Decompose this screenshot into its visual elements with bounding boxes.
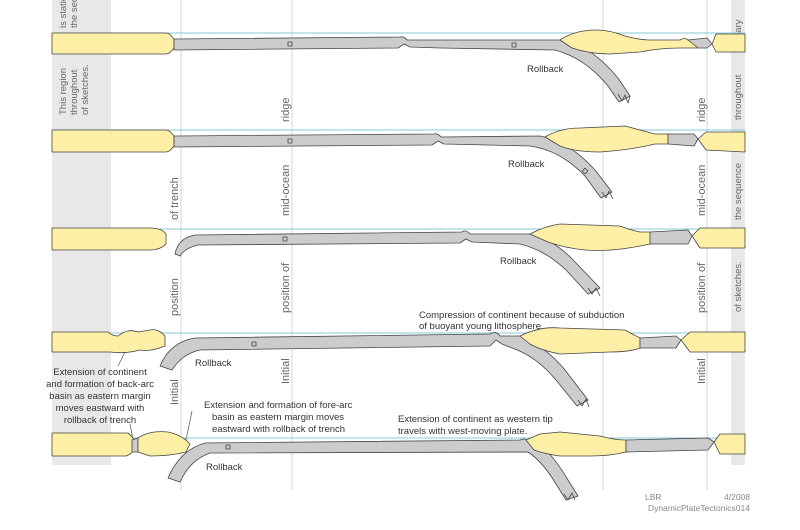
svg-text:eastward with rollback of tren: eastward with rollback of trench bbox=[212, 424, 345, 435]
east-plate-segment bbox=[625, 437, 715, 453]
sketch-row-3 bbox=[51, 223, 746, 297]
left-ridge-column-labels: ridge mid-ocean position of Initial bbox=[280, 98, 292, 384]
svg-text:Initial: Initial bbox=[696, 358, 708, 384]
svg-text:and formation of back-arc: and formation of back-arc bbox=[46, 379, 154, 390]
west-continent bbox=[51, 329, 166, 354]
east-plate-segment bbox=[667, 133, 699, 147]
svg-text:basin as eastern margin: basin as eastern margin bbox=[49, 391, 150, 402]
sketch-row-1 bbox=[51, 29, 746, 104]
forearc-leader-line bbox=[185, 410, 193, 441]
svg-text:is stationary: is stationary bbox=[58, 0, 69, 28]
rollback-label-5: Rollback bbox=[206, 462, 243, 473]
svg-text:the sequence: the sequence bbox=[733, 163, 744, 220]
subducting-tip bbox=[563, 492, 576, 501]
east-continent bbox=[525, 431, 627, 457]
plate-marker bbox=[511, 42, 517, 48]
svg-text:Extension and formation of for: Extension and formation of fore-arc bbox=[204, 400, 353, 411]
trench-column-labels: of trench position Initial bbox=[169, 177, 181, 405]
right-ridge-column-labels: ridge mid-ocean position of Initial bbox=[696, 98, 708, 384]
forearc-continent bbox=[137, 431, 191, 457]
rollback-label-4: Rollback bbox=[195, 358, 232, 369]
backarc-basin-crust bbox=[131, 437, 139, 453]
far-east-continent bbox=[691, 227, 746, 249]
east-plate-segment bbox=[639, 335, 682, 349]
plate-marker bbox=[287, 138, 293, 144]
west-continent bbox=[51, 432, 135, 457]
subducting-tip bbox=[617, 93, 631, 104]
far-east-continent bbox=[711, 33, 746, 53]
svg-text:nary: nary bbox=[733, 19, 744, 38]
sketch-row-4 bbox=[51, 327, 746, 408]
svg-text:position of: position of bbox=[280, 262, 292, 313]
left-stationary-note: is stationary the sequence This region t… bbox=[58, 0, 91, 115]
right-stationary-note: nary throughout the sequence of sketches… bbox=[733, 19, 744, 312]
svg-text:of sketches.: of sketches. bbox=[733, 261, 744, 312]
plate-marker bbox=[282, 236, 288, 242]
far-east-continent bbox=[680, 331, 746, 353]
svg-text:Extension of continent as west: Extension of continent as western tip bbox=[398, 414, 553, 425]
forearc-annotation: Extension and formation of fore-arc basi… bbox=[204, 400, 353, 435]
svg-text:throughout: throughout bbox=[69, 69, 80, 115]
oceanic-plate bbox=[173, 133, 613, 199]
subducting-tip bbox=[587, 287, 601, 297]
rollback-label-2: Rollback bbox=[508, 159, 545, 170]
plate-marker bbox=[225, 444, 231, 450]
svg-text:of buoyant young lithosphere: of buoyant young lithosphere bbox=[419, 321, 541, 332]
subducting-tip bbox=[601, 190, 614, 200]
svg-text:Initial: Initial bbox=[280, 358, 292, 384]
sketch-row-2 bbox=[51, 125, 746, 200]
east-continent bbox=[559, 29, 699, 55]
sketch-row-5 bbox=[51, 431, 746, 501]
far-east-continent bbox=[713, 433, 746, 455]
rollback-label-1: Rollback bbox=[527, 64, 564, 75]
far-east-continent bbox=[697, 131, 746, 153]
svg-text:4/2008: 4/2008 bbox=[724, 492, 750, 502]
western-tip-annotation: Extension of continent as western tip tr… bbox=[398, 414, 553, 437]
svg-text:ridge: ridge bbox=[696, 98, 708, 122]
svg-text:Extension of continent: Extension of continent bbox=[53, 367, 147, 378]
svg-text:basin as eastern margin moves: basin as eastern margin moves bbox=[212, 412, 344, 423]
svg-text:throughout: throughout bbox=[733, 74, 744, 120]
oceanic-plate bbox=[159, 332, 589, 407]
svg-text:travels with west-moving plate: travels with west-moving plate. bbox=[398, 426, 527, 437]
svg-text:rollback of trench: rollback of trench bbox=[64, 415, 136, 426]
backarc-leader-line-top bbox=[117, 351, 126, 367]
west-continent bbox=[51, 227, 167, 251]
svg-text:This region: This region bbox=[58, 68, 69, 115]
svg-text:Initial: Initial bbox=[169, 379, 181, 405]
plate-marker bbox=[251, 341, 257, 347]
svg-text:of sketches.: of sketches. bbox=[80, 64, 91, 115]
svg-text:Compression of continent becau: Compression of continent because of subd… bbox=[419, 310, 624, 321]
east-plate-segment bbox=[649, 229, 693, 245]
svg-text:LBR: LBR bbox=[645, 492, 662, 502]
east-plate-segment bbox=[687, 37, 713, 49]
svg-text:position of: position of bbox=[696, 262, 708, 313]
subducting-tip bbox=[577, 398, 590, 408]
svg-text:position: position bbox=[169, 278, 181, 316]
plate-marker bbox=[287, 41, 293, 47]
rollback-label-3: Rollback bbox=[500, 256, 537, 267]
svg-text:ridge: ridge bbox=[280, 98, 292, 122]
credits: LBR 4/2008 DynamicPlateTectonics014 bbox=[645, 492, 750, 513]
svg-text:DynamicPlateTectonics014: DynamicPlateTectonics014 bbox=[648, 503, 750, 513]
svg-text:mid-ocean: mid-ocean bbox=[696, 165, 708, 216]
svg-text:of trench: of trench bbox=[169, 177, 181, 220]
svg-text:the sequence: the sequence bbox=[69, 0, 80, 28]
west-continent bbox=[51, 129, 175, 153]
west-continent bbox=[51, 32, 175, 55]
compression-annotation: Compression of continent because of subd… bbox=[419, 310, 624, 332]
backarc-annotation: Extension of continent and formation of … bbox=[46, 367, 154, 426]
svg-text:moves eastward with: moves eastward with bbox=[56, 403, 145, 414]
plate-marker bbox=[581, 167, 589, 175]
oceanic-plate bbox=[174, 230, 601, 295]
svg-text:mid-ocean: mid-ocean bbox=[280, 165, 292, 216]
